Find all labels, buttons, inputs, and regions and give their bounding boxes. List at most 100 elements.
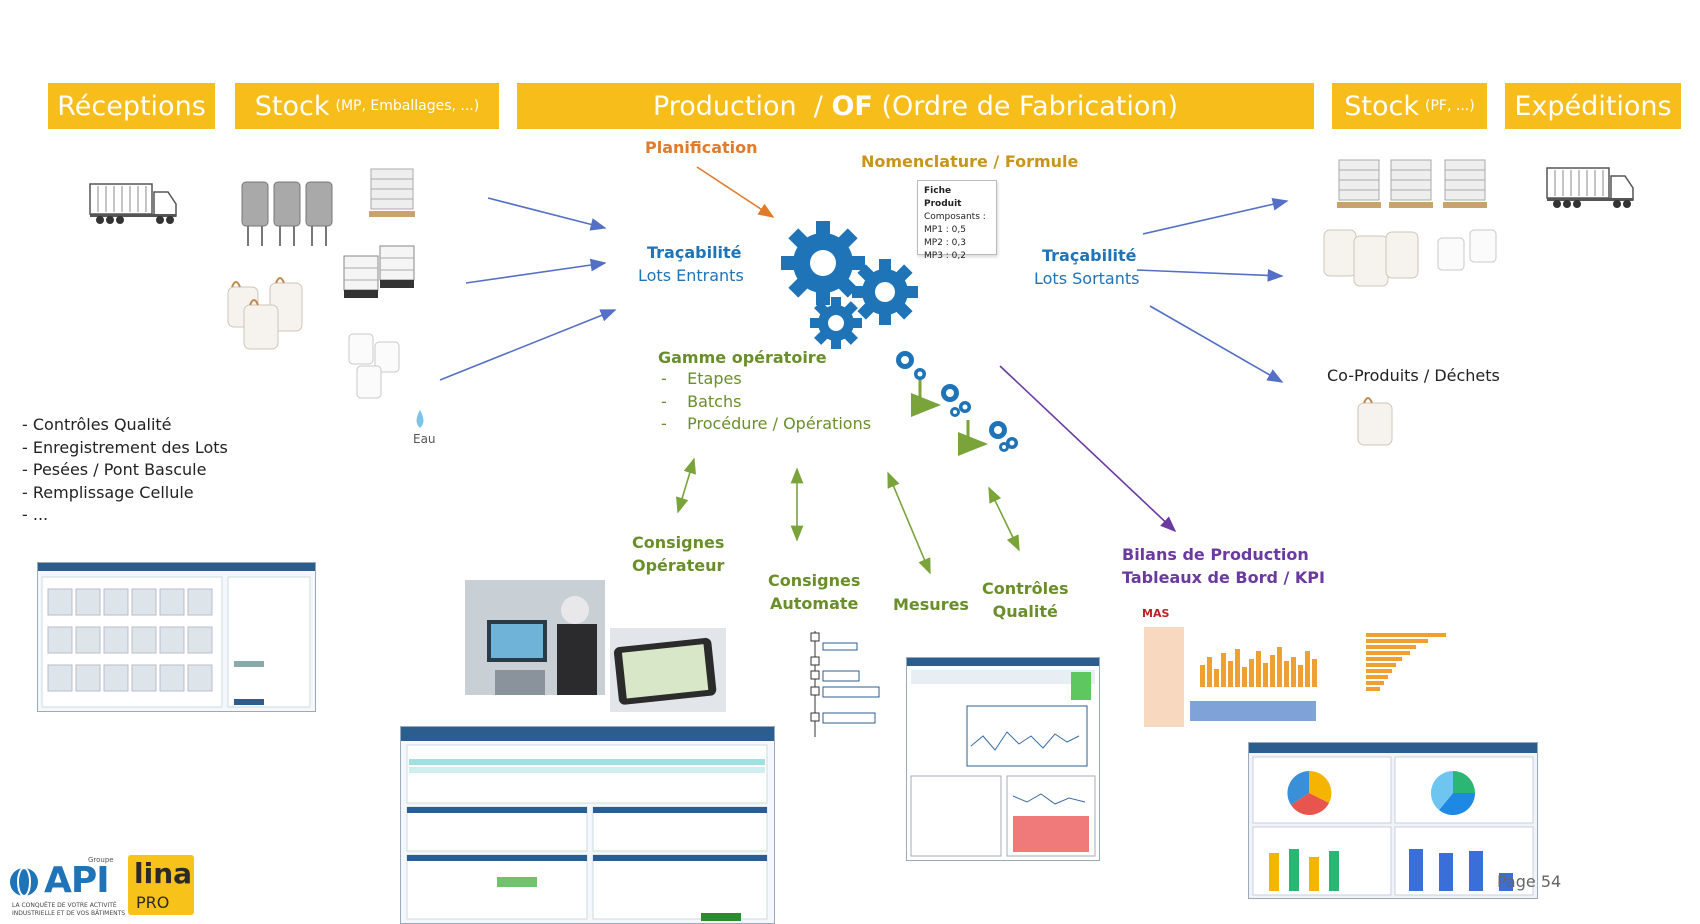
arrow-to-stock-out-1 [1142, 197, 1289, 235]
dashboard-content [1252, 756, 1534, 896]
kpi-bar [1277, 647, 1282, 687]
truck-reception-icon [89, 183, 177, 224]
arrow-stock-to-tracabilite-1 [487, 197, 607, 231]
bigbag-coproduits-icon [1357, 397, 1393, 446]
fiche-line: MP3 : 0,2 [924, 251, 966, 261]
pallets-out-icon [1337, 159, 1487, 208]
kpi-hbar [1366, 639, 1428, 643]
header-receptions-label: Réceptions [57, 90, 206, 122]
kpi-hbar [1366, 651, 1410, 655]
arrow-consignes-operateur [676, 457, 696, 514]
reception-list-item: - Pesées / Pont Bascule [22, 460, 207, 479]
kpi-hbar [1366, 681, 1384, 685]
arrow-stock-to-tracabilite-3 [439, 309, 617, 381]
kpi-bar [1242, 667, 1247, 687]
api-tagline-2: INDUSTRIELLE ET DE VOS BÂTIMENTS [12, 910, 126, 917]
kpi-hbar [1366, 687, 1380, 691]
kpi-hbar [1366, 633, 1446, 637]
arrow-stock-to-tracabilite-2 [465, 258, 607, 284]
kpi-hbar [1366, 657, 1402, 661]
gamme-item: - Batchs [661, 391, 742, 411]
kpi-hbar [1366, 645, 1416, 649]
tracabilite-out-title: Traçabilité [1042, 246, 1137, 265]
thumbnail-toolbar [1249, 743, 1537, 753]
small-gears-icon [896, 351, 1018, 452]
arrow-planification [696, 166, 775, 218]
reception-list: - Contrôles Qualité - Enregistrement des… [22, 414, 228, 527]
kpi-hbar [1366, 669, 1392, 673]
header-stock-out: Stock(PF, ...) [1332, 83, 1487, 129]
pro-text: PRO [136, 893, 170, 912]
water-drop-icon [416, 410, 424, 428]
kpi-bar [1284, 661, 1289, 687]
api-globe-icon [10, 867, 38, 897]
kpi-side-panel [1144, 627, 1184, 727]
header-production-sub: (Ordre de Fabrication) [881, 90, 1179, 122]
fiche-line: MP1 : 0,5 [924, 225, 966, 235]
mesures-screen-content [910, 670, 1096, 857]
gamme-item-label: Batchs [687, 391, 742, 411]
reception-list-item: - Remplissage Cellule [22, 482, 194, 502]
mesures-screen-thumbnail [906, 657, 1100, 861]
planification-label: Planification [645, 138, 758, 157]
consignes-automate-line1: Consignes [768, 571, 861, 590]
mesures-label: Mesures [893, 595, 969, 614]
fiche-composants: Composants : [924, 212, 986, 222]
header-stock-out-sub: (PF, ...) [1425, 98, 1475, 114]
truck-expedition-icon [1546, 167, 1634, 208]
kpi-table [1190, 701, 1316, 721]
header-expeditions-label: Expéditions [1514, 90, 1672, 122]
header-production-label: Production [652, 90, 797, 122]
of-screen-thumbnail [400, 726, 775, 924]
reception-list-item: - Contrôles Qualité [22, 415, 172, 434]
kpi-bar [1291, 657, 1296, 687]
kpi-bar-chart [1144, 627, 1317, 727]
header-production-of: OF [831, 90, 873, 122]
automate-grafcet-thumbnail [793, 627, 887, 747]
kpi-hbar [1366, 675, 1388, 679]
reception-list-item: - Enregistrement des Lots [22, 437, 228, 457]
reception-screen-thumbnail [37, 562, 316, 712]
api-groupe-text: Groupe [88, 856, 114, 864]
header-production: Production / OF (Ordre de Fabrication) [517, 83, 1314, 129]
fiche-line: MP2 : 0,3 [924, 238, 966, 248]
consignes-automate-line2: Automate [769, 594, 859, 613]
kpi-bar [1221, 653, 1226, 687]
kpi-bar [1256, 651, 1261, 687]
gamme-list: - Etapes - Batchs - Procédure / Opératio… [661, 368, 871, 436]
gamme-item-label: Procédure / Opérations [687, 414, 872, 433]
operator-photo [465, 580, 605, 695]
header-expeditions: Expéditions [1505, 83, 1681, 129]
kpi-bar [1235, 649, 1240, 687]
controles-line2: Qualité [992, 602, 1058, 621]
bags-cans-out-icon [1323, 229, 1497, 287]
arrow-to-stock-out-2 [1136, 269, 1284, 282]
pallet-bags-icon [369, 168, 415, 217]
kpi-bar [1270, 655, 1275, 687]
kpi-bar [1298, 665, 1303, 687]
header-stock-in-label: Stock [254, 90, 330, 122]
fiche-produit-card: Fiche Produit Composants : MP1 : 0,5 MP2… [917, 180, 997, 261]
arrow-controles [988, 486, 1020, 552]
kpi-hbar-chart [1366, 633, 1446, 691]
kpi-bar [1249, 659, 1254, 687]
lina-text: lina [134, 857, 193, 890]
kpi-bar [1263, 663, 1268, 687]
of-screen-content [406, 744, 768, 921]
kpi-bar [1312, 659, 1317, 687]
lina-pro-logo: lina PRO [128, 855, 194, 915]
coproduits-label: Co-Produits / Déchets [1327, 366, 1500, 385]
kpi-hbar [1366, 663, 1396, 667]
tracabilite-in-sub: Lots Entrants [638, 266, 744, 285]
silos-icon [241, 181, 333, 246]
kpi-bar [1228, 661, 1233, 687]
header-production-sep: / [813, 90, 823, 122]
kpi-bar [1305, 651, 1310, 687]
big-bags-icon [227, 277, 303, 350]
fiche-title: Fiche Produit [924, 186, 962, 209]
bilans-line2: Tableaux de Bord / KPI [1122, 568, 1325, 587]
thumbnail-toolbar [401, 727, 774, 741]
